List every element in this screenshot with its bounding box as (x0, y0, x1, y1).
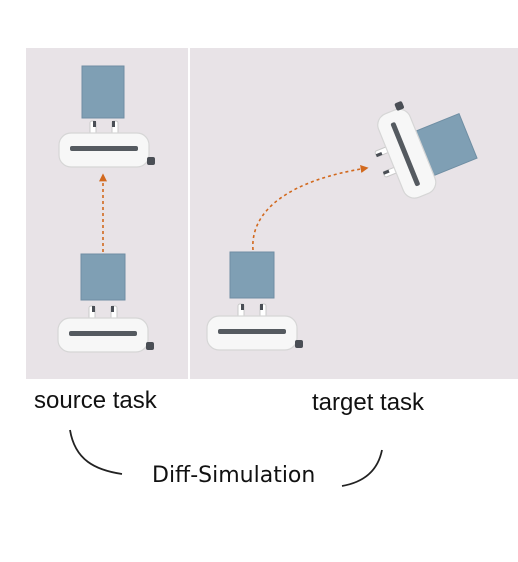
source-start-block (80, 253, 126, 301)
source-goal-block (81, 65, 125, 119)
target-task-label: target task (312, 389, 425, 416)
target-motion-arrow (252, 165, 369, 251)
diff-simulation-label: Diff-Simulation (152, 463, 316, 488)
source-start-robot (57, 305, 155, 353)
target-start-robot (206, 303, 304, 351)
target-start-block (229, 251, 275, 299)
source-goal-robot (58, 120, 156, 168)
diff-bracket-right (341, 449, 383, 487)
source-task-label: source task (34, 387, 157, 414)
diff-bracket-left (69, 429, 123, 475)
